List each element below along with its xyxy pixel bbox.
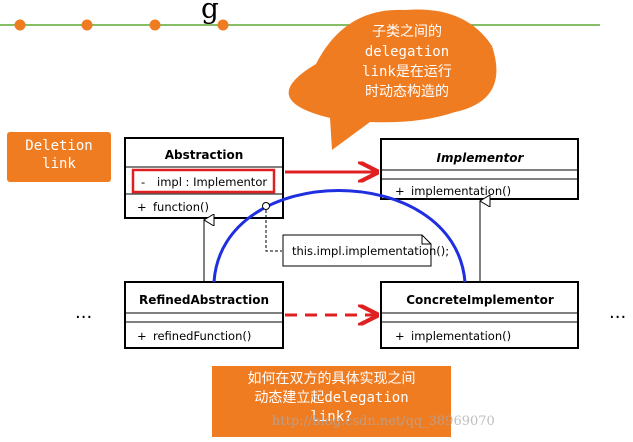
class-name: Implementor (437, 151, 525, 165)
header-bullet (81, 19, 93, 31)
question-box (212, 366, 451, 437)
visibility-marker: + (137, 200, 147, 214)
class-concrete-implementor: ConcreteImplementor + implementation() (380, 281, 579, 349)
header-bullet (149, 19, 161, 31)
callout-text: 子类之间的 delegation link是在运行 时动态构造的 (327, 22, 487, 102)
class-name: ConcreteImplementor (406, 293, 554, 307)
question-text: 如何在双方的具体实现之间 动态建立起delegation link? (212, 370, 451, 427)
class-implementor: Implementor + implementation() (380, 138, 579, 200)
watermark: http://blog.csdn.net/qq_38969070 (272, 414, 495, 429)
class-name: Abstraction (165, 148, 244, 162)
code-note (282, 234, 432, 267)
header-rule (0, 19, 600, 31)
callout-bubble (288, 9, 497, 150)
visibility-marker: - (141, 175, 145, 189)
visibility-marker: + (395, 184, 405, 198)
class-refined-abstraction: RefinedAbstraction + refinedFunction() (124, 281, 284, 349)
callout-line: 子类之间的 (372, 24, 442, 40)
class-abstraction: Abstraction - impl : Implementor + funct… (124, 137, 284, 219)
question-line: 如何在双方的具体实现之间 (247, 371, 416, 387)
attribute-impl: impl : Implementor (157, 175, 267, 189)
note-anchor (262, 202, 270, 210)
attribute-highlight (131, 168, 276, 194)
runtime-link-arc (212, 189, 467, 283)
callout-line: 时动态构造的 (365, 84, 449, 100)
method-function: function() (153, 200, 209, 214)
class-name: RefinedAbstraction (139, 293, 269, 307)
header-bullet (14, 19, 26, 31)
deletion-line: Deletion (25, 138, 93, 154)
ellipsis-right: ... (609, 302, 627, 323)
header-bullet (217, 19, 229, 31)
deletion-line: link (42, 156, 76, 172)
callout-line: delegation (364, 44, 450, 60)
note-connector (265, 210, 282, 252)
deletion-link-text: Deletion link (7, 137, 111, 173)
ellipsis-left: ... (75, 302, 93, 323)
note-text: this.impl.implementation(); (292, 244, 449, 258)
callout-line: link是在运行 (362, 64, 452, 80)
header-title-fragment: g (201, 0, 219, 25)
visibility-marker: + (395, 329, 405, 343)
method-implementation: implementation() (411, 329, 511, 343)
method-implementation: implementation() (411, 184, 511, 198)
method-refined-function: refinedFunction() (153, 329, 251, 343)
question-line: 动态建立起delegation (254, 390, 409, 406)
deletion-link-label (7, 132, 111, 182)
visibility-marker: + (137, 329, 147, 343)
question-line: link? (310, 409, 353, 425)
